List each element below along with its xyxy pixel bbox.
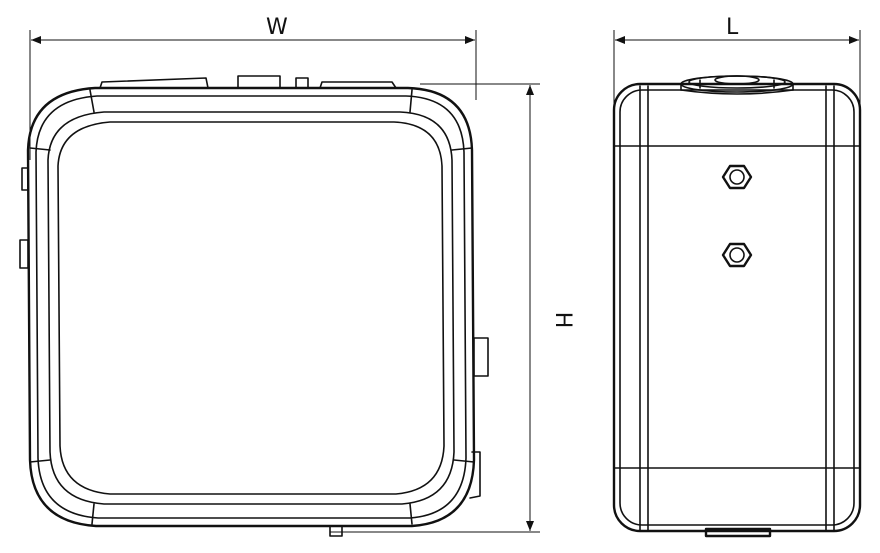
- top-fitting-small: [295, 77, 309, 89]
- seam-bottom-right: [409, 503, 413, 525]
- left-fitting-upper: [21, 167, 29, 191]
- seam-left-upper: [29, 147, 51, 151]
- seam-right-lower: [453, 459, 475, 463]
- side-outer-shell: [612, 82, 862, 533]
- bottom-outlet: [704, 527, 772, 538]
- height-label: H: [550, 312, 575, 329]
- left-fitting-lower: [19, 239, 29, 269]
- top-fitting-left: [99, 77, 209, 89]
- bottom-fitting: [329, 525, 343, 537]
- seam-top-left: [89, 89, 95, 113]
- top-cap: [680, 75, 794, 95]
- width-label: W: [266, 15, 288, 40]
- right-fitting-upper: [473, 337, 489, 377]
- side-inner-shell: [619, 89, 855, 526]
- top-fitting-center: [237, 75, 281, 89]
- top-fitting-right: [319, 81, 397, 89]
- front-outer-shell: [26, 86, 476, 528]
- side-view: L: [612, 15, 862, 538]
- hex-nut-icon: [721, 242, 753, 268]
- front-frame-edge: [47, 111, 455, 505]
- front-panel: [57, 121, 445, 495]
- seam-bottom-left: [91, 503, 95, 525]
- seam-right-upper: [451, 147, 473, 151]
- length-label: L: [726, 15, 739, 40]
- front-view: W H: [19, 15, 575, 537]
- hex-nut-icon: [721, 164, 753, 190]
- right-fitting-lower: [469, 451, 481, 499]
- front-inner-shell: [35, 95, 467, 519]
- seam-left-lower: [29, 459, 51, 463]
- seam-top-right: [409, 89, 413, 113]
